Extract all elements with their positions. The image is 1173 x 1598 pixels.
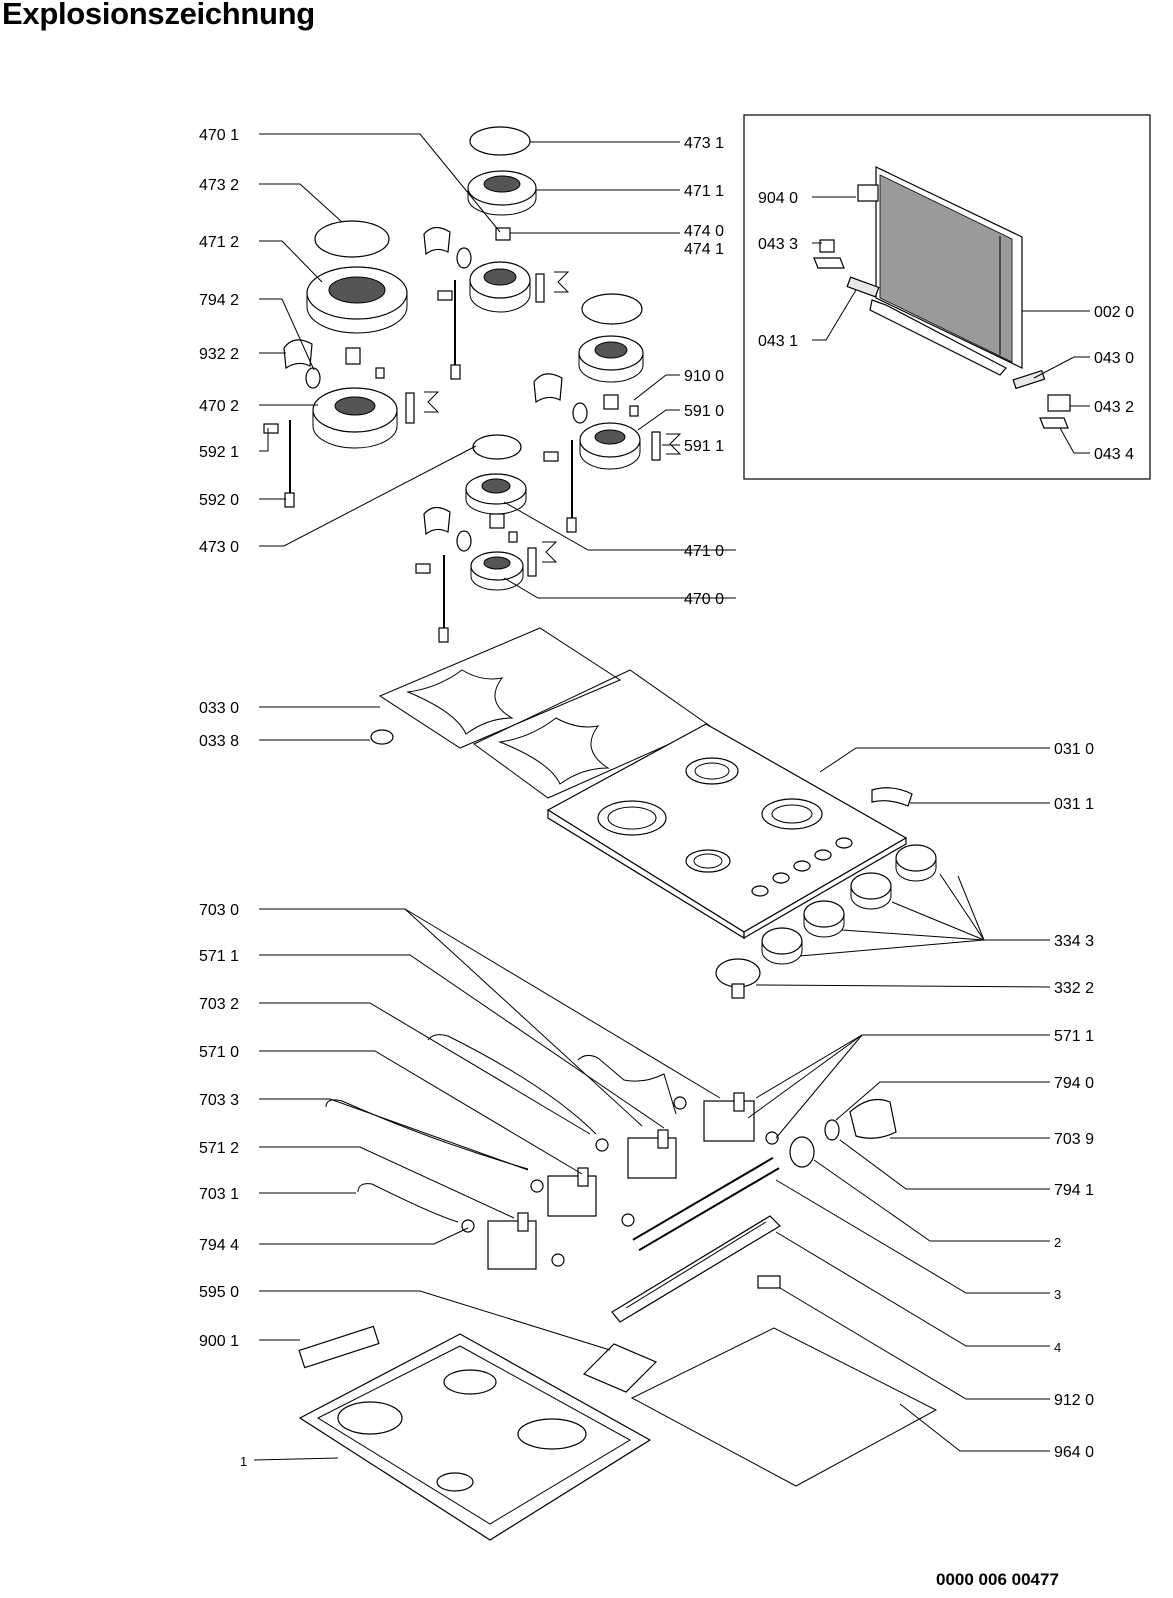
label-912-0: 912 0: [1054, 1392, 1094, 1409]
label-703-0: 703 0: [199, 902, 239, 919]
label-595-0: 595 0: [199, 1284, 239, 1301]
lid-inset-frame: [743, 114, 1151, 480]
burner-right-assembly: [533, 293, 682, 533]
label-471-1: 471 1: [684, 183, 724, 200]
label-571-0: 571 0: [199, 1044, 239, 1061]
label-1: 1: [240, 1454, 247, 1469]
burner-large-assembly: [263, 220, 440, 508]
label-043-4: 043 4: [1094, 446, 1134, 463]
label-932-2: 932 2: [199, 346, 239, 363]
hob-top-plate: [546, 723, 913, 940]
label-571-1-right: 571 1: [1054, 1028, 1094, 1045]
bottom-tray: [298, 1333, 652, 1541]
label-703-1: 703 1: [199, 1186, 239, 1203]
label-031-1: 031 1: [1054, 796, 1094, 813]
label-592-0: 592 0: [199, 492, 239, 509]
label-473-2: 473 2: [199, 177, 239, 194]
label-043-0: 043 0: [1094, 350, 1134, 367]
label-471-0: 471 0: [684, 543, 724, 560]
label-4: 4: [1054, 1340, 1061, 1355]
label-571-1-left: 571 1: [199, 948, 239, 965]
leader-lines: [253, 133, 1090, 1461]
label-794-4: 794 4: [199, 1237, 239, 1254]
gas-valves: [461, 1092, 779, 1270]
label-904-0: 904 0: [758, 190, 798, 207]
label-2: 2: [1054, 1235, 1061, 1250]
label-703-9: 703 9: [1054, 1131, 1094, 1148]
label-794-0: 794 0: [1054, 1075, 1094, 1092]
label-043-3: 043 3: [758, 236, 798, 253]
label-571-2: 571 2: [199, 1140, 239, 1157]
label-043-2: 043 2: [1094, 399, 1134, 416]
label-3: 3: [1054, 1287, 1061, 1302]
label-043-1: 043 1: [758, 333, 798, 350]
gas-connector: [789, 1099, 897, 1168]
label-033-8: 033 8: [199, 733, 239, 750]
gas-pipes: [325, 1034, 780, 1252]
label-794-2: 794 2: [199, 292, 239, 309]
label-471-2: 471 2: [199, 234, 239, 251]
label-470-0: 470 0: [684, 591, 724, 608]
label-031-0: 031 0: [1054, 741, 1094, 758]
label-964-0: 964 0: [1054, 1444, 1094, 1461]
part-labels: 470 1 473 2 471 2 794 2 932 2 470 2 592 …: [199, 127, 1134, 1469]
label-033-0: 033 0: [199, 700, 239, 717]
seal-gasket: [630, 1327, 938, 1487]
label-592-1: 592 1: [199, 444, 239, 461]
burner-rapid-assembly: [423, 126, 570, 380]
label-334-3: 334 3: [1054, 933, 1094, 950]
label-794-1: 794 1: [1054, 1182, 1094, 1199]
ignition-rail: [298, 1215, 781, 1393]
label-591-1: 591 1: [684, 438, 724, 455]
glass-lid: [869, 166, 1023, 376]
label-900-1: 900 1: [199, 1333, 239, 1350]
label-332-2: 332 2: [1054, 980, 1094, 997]
label-591-0: 591 0: [684, 403, 724, 420]
label-002-0: 002 0: [1094, 304, 1134, 321]
label-470-2: 470 2: [199, 398, 239, 415]
lid-hinge-parts: [813, 184, 1071, 429]
control-knobs: [715, 844, 937, 999]
label-474-0: 474 0: [684, 223, 724, 240]
label-473-1: 473 1: [684, 135, 724, 152]
document-number: 0000 006 00477: [936, 1570, 1059, 1589]
burner-small-assembly: [415, 434, 558, 643]
label-910-0: 910 0: [684, 368, 724, 385]
label-474-1: 474 1: [684, 241, 724, 258]
label-470-1: 470 1: [199, 127, 239, 144]
label-703-3: 703 3: [199, 1092, 239, 1109]
label-473-0: 473 0: [199, 539, 239, 556]
label-703-2: 703 2: [199, 996, 239, 1013]
page-title: Explosionszeichnung: [2, 0, 315, 31]
